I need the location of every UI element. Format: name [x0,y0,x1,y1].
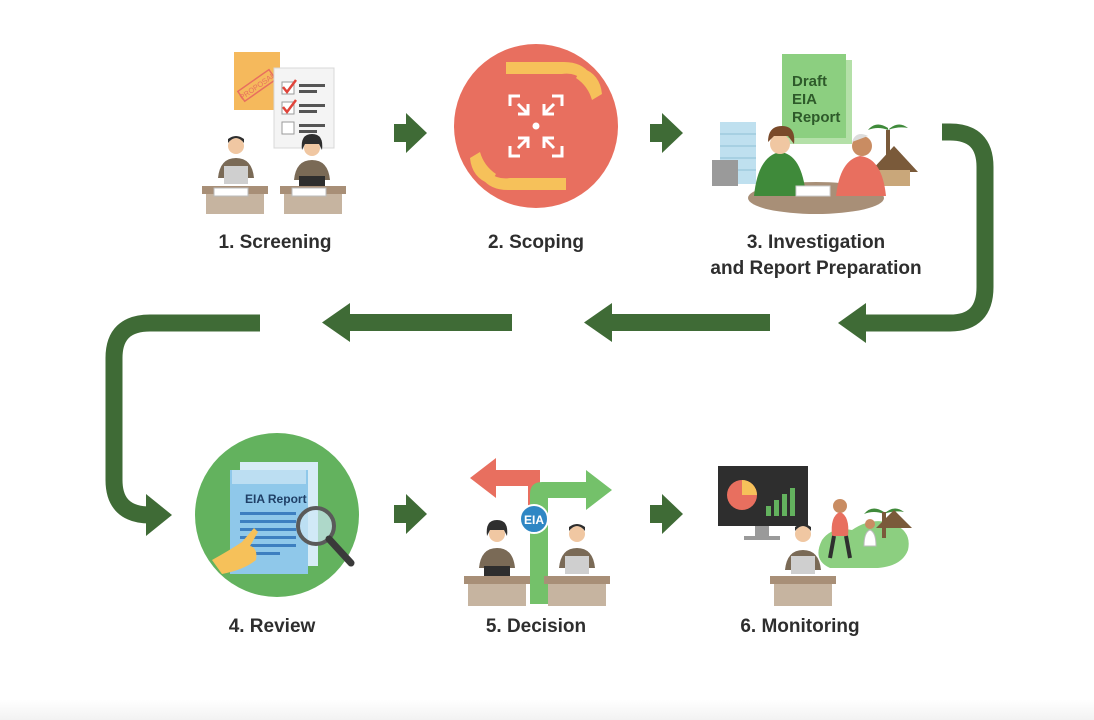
review-report-title: EIA Report [245,492,307,506]
draft-report-line-3: Report [792,109,840,126]
step-label-investigation-line-2: and Report Preparation [710,258,922,279]
hut-icon [870,146,918,172]
arrow-review-to-decision [394,494,427,534]
draft-report-line-2: EIA [792,91,817,108]
checklist-paper [273,67,335,149]
screening-person-1 [218,136,254,184]
step-label-screening: 1. Screening [218,232,332,253]
screening-person-2 [294,134,330,186]
curve-right-connector [862,123,994,332]
decision-badge [519,504,549,534]
flow-arrows [322,113,770,534]
decision-arrows-icon: EIA [464,458,612,606]
screening-illustration: PROPOSAL [202,52,346,214]
arrow-screening-to-scoping [394,113,427,153]
arrow-middle-right [584,303,770,342]
arrow-middle-left [322,303,512,342]
step-label-decision: 5. Decision [485,616,587,637]
checklist-items [281,79,325,135]
step-label-review: 4. Review [228,616,316,637]
magnifier-glass [296,506,336,546]
bottom-fade [0,700,1094,720]
arrow-decision-to-monitoring [650,494,683,534]
step-label-monitoring: 6. Monitoring [740,616,860,637]
decision-badge-text: EIA [524,513,544,527]
curve-left-arrowhead [146,494,172,536]
decision-red-arrow [470,458,540,510]
step-label-investigation-line-1: 3. Investigation [746,232,886,253]
step-label-scoping: 2. Scoping [487,232,585,253]
decision-green-arrow [530,470,612,604]
review-magnifier-icon: EIA Report [195,433,359,597]
draft-report-paper [782,54,846,138]
report-preparation-illustration: Draft EIA Report [712,54,918,214]
curve-right-arrowhead [838,303,866,343]
draft-report-line-1: Draft [792,73,827,90]
curve-left-connector [105,314,260,524]
monitoring-dashboard-icon [718,466,912,606]
arrow-scoping-to-investigation [650,113,683,153]
scoping-focus-icon [454,44,618,208]
